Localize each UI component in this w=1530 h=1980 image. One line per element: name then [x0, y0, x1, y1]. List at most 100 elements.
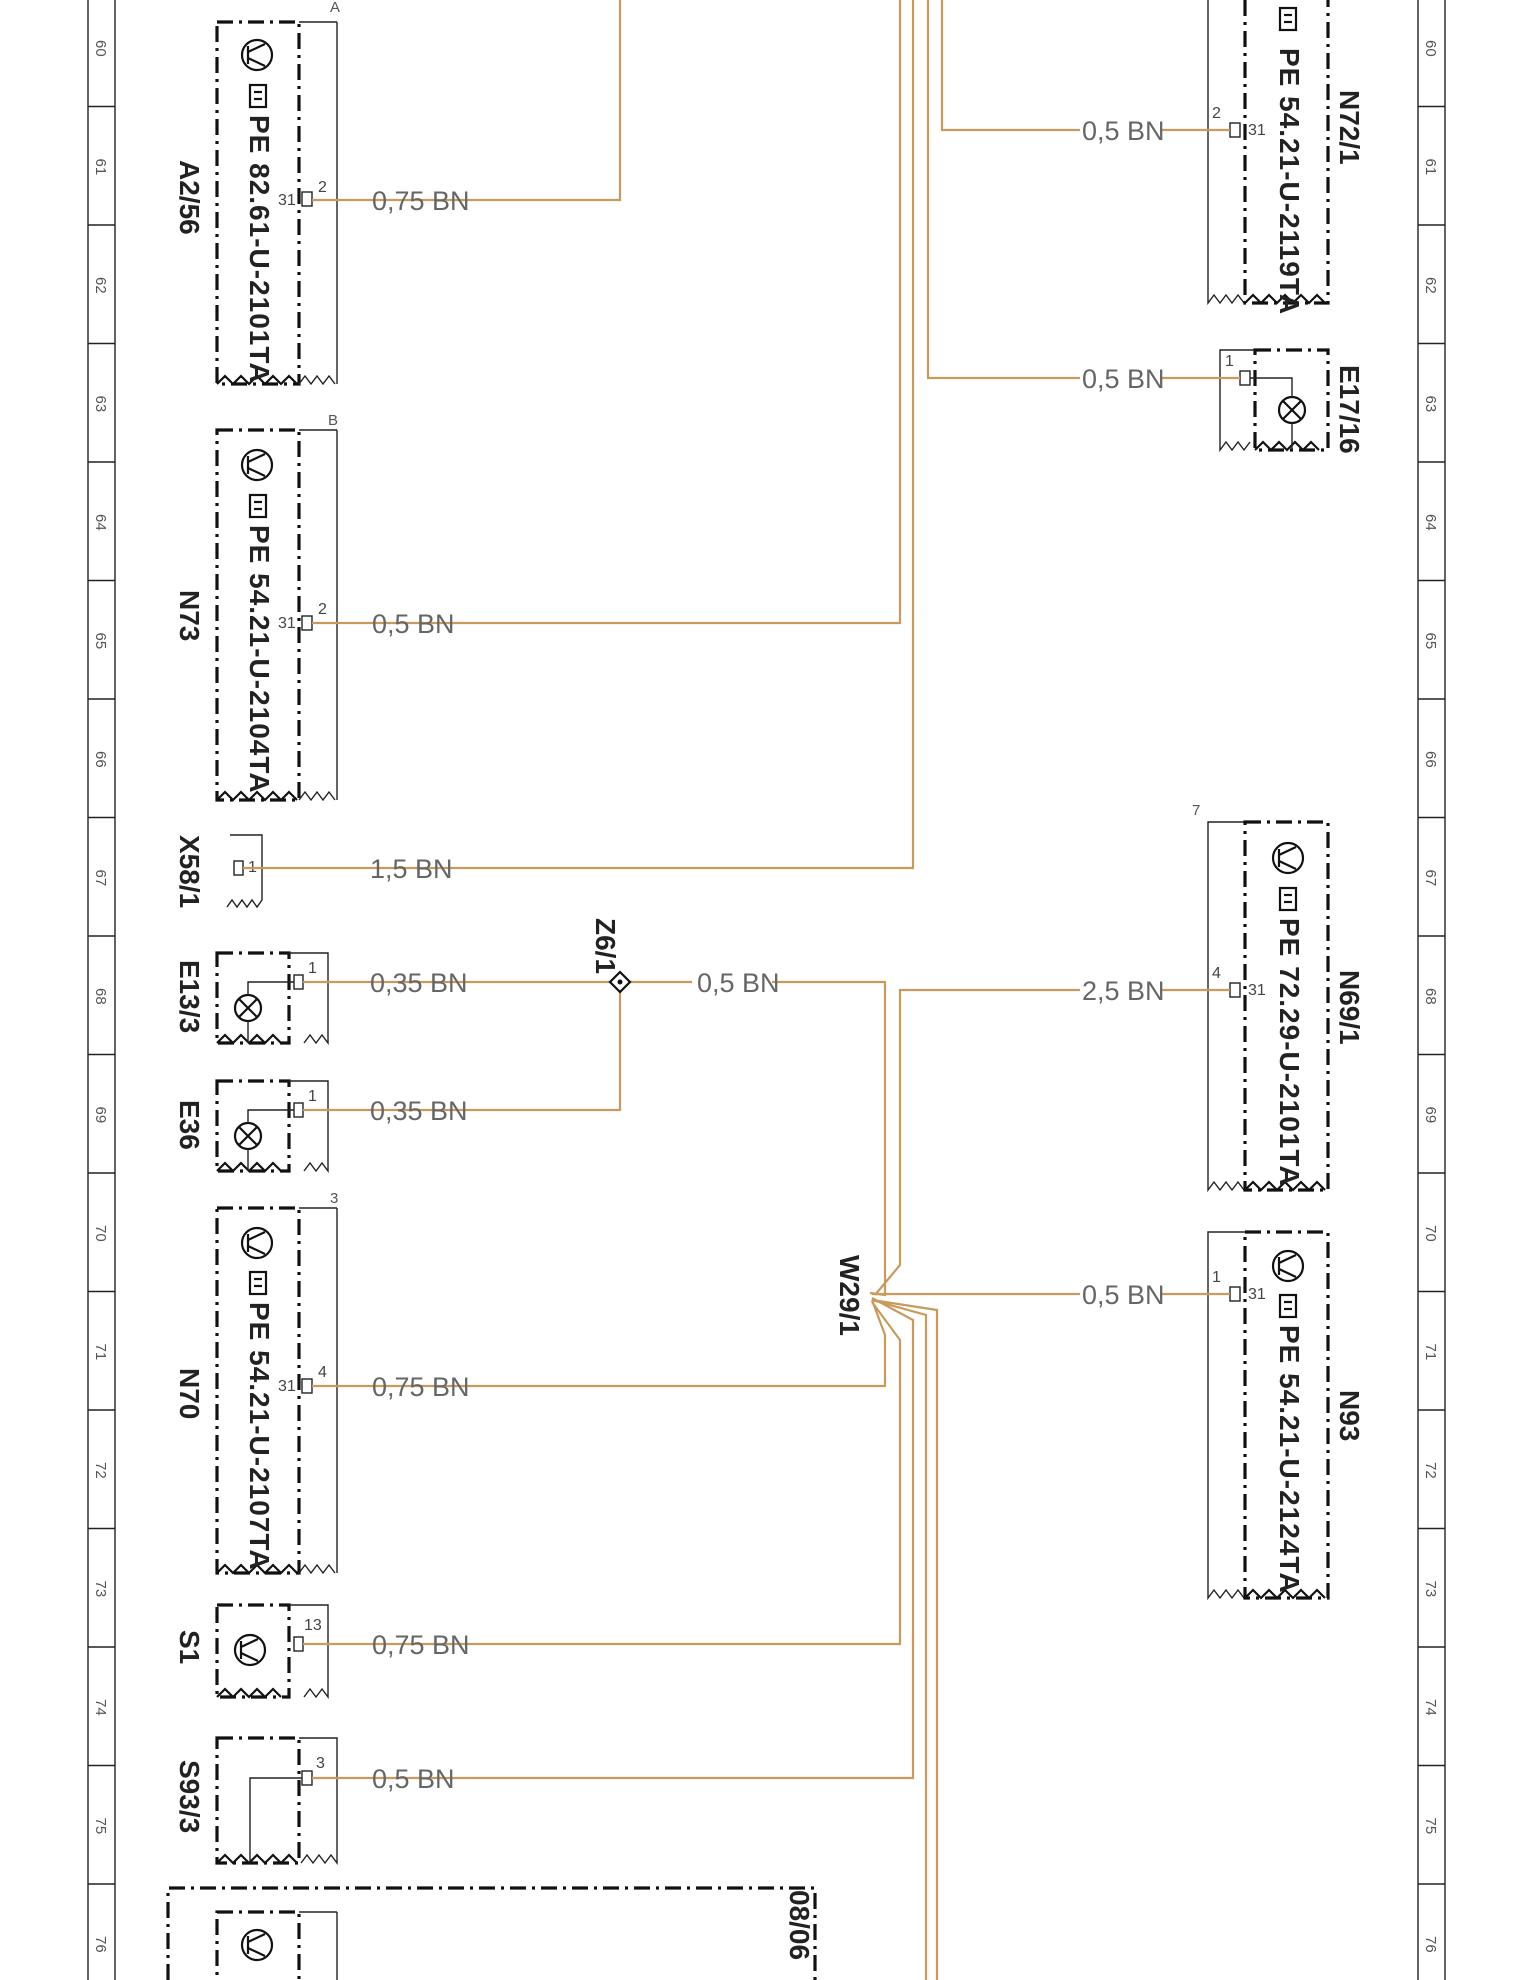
n69-1-terminal: 31 [1248, 982, 1266, 999]
n70-part-number: PE 54.21-U-2107TA [244, 1302, 275, 1571]
document-reference-icon [248, 1270, 268, 1296]
ruler-number: 64 [92, 514, 109, 531]
s93-3-pin: 3 [316, 1755, 325, 1772]
ground-point-label: W29/1 [834, 1255, 865, 1336]
ruler-number: 75 [1422, 1818, 1439, 1835]
ruler-number: 62 [1422, 277, 1439, 294]
ruler-number: 65 [1422, 633, 1439, 650]
ruler-number: 68 [92, 988, 109, 1005]
document-reference-icon [1278, 6, 1298, 32]
ruler-number: 70 [1422, 1225, 1439, 1242]
bottom-box-label: 08/06 [784, 1890, 815, 1960]
n93-pin: 1 [1212, 1269, 1221, 1286]
component-a2-56: PE 82.61-U-2101TA A2/56 A 2 31 0,75 BN [174, 0, 470, 386]
n69-1-pin: 4 [1212, 965, 1221, 982]
ruler-number: 63 [1422, 396, 1439, 413]
ruler-number: 72 [92, 1462, 109, 1479]
ruler-number: 70 [92, 1225, 109, 1242]
transistor-symbol-icon [1271, 1249, 1305, 1283]
splice-wire-out-label: 0,5 BN [697, 968, 780, 998]
n93-terminal: 31 [1248, 1286, 1266, 1303]
ruler-number: 73 [92, 1581, 109, 1598]
n69-1-corner-label: 7 [1192, 802, 1200, 819]
component-n70: PE 54.21-U-2107TA N70 3 4 31 0,75 BN [174, 1190, 470, 1575]
n72-1-label: N72/1 [1334, 90, 1365, 165]
left-ruler [87, 0, 116, 1980]
ruler-number: 76 [92, 1936, 109, 1953]
ruler-number: 67 [92, 870, 109, 887]
a2-56-terminal: 31 [278, 192, 296, 209]
s1-pin: 13 [304, 1617, 322, 1634]
a2-56-pin: 2 [318, 179, 327, 196]
n72-1-part-number: PE 54.21-U-2119TA [1274, 48, 1305, 315]
splice-diamond-icon [608, 970, 632, 994]
ruler-number: 68 [1422, 988, 1439, 1005]
e13-3-wire-label: 0,35 BN [370, 968, 468, 998]
document-reference-icon [1278, 1293, 1298, 1319]
e17-16-pin: 1 [1225, 353, 1234, 370]
n73-label: N73 [174, 590, 205, 641]
component-s1: 13 S1 0,75 BN [174, 1603, 470, 1700]
ruler-number: 71 [92, 1344, 109, 1361]
n73-corner-label: B [328, 412, 338, 429]
x58-1-label: X58/1 [174, 835, 205, 908]
e36-wire-label: 0,35 BN [370, 1096, 468, 1126]
n70-corner-label: 3 [330, 1190, 338, 1207]
transistor-symbol-icon [240, 1928, 274, 1962]
ruler-number: 66 [92, 751, 109, 768]
ruler-number: 74 [92, 1699, 109, 1716]
lamp-icon [1250, 377, 1307, 450]
e17-16-label: E17/16 [1334, 365, 1365, 454]
e13-3-label: E13/3 [174, 960, 205, 1033]
ruler-number: 61 [92, 159, 109, 176]
transistor-symbol-icon [240, 38, 274, 72]
ruler-number: 73 [1422, 1581, 1439, 1598]
ruler-number: 74 [1422, 1699, 1439, 1716]
transistor-symbol-icon [240, 1226, 274, 1260]
s1-wire-label: 0,75 BN [372, 1630, 470, 1660]
n73-terminal: 31 [278, 615, 296, 632]
n93-part-number: PE 54.21-U-2124TA [1274, 1325, 1305, 1594]
ruler-number: 60 [92, 40, 109, 57]
component-e17-16: 1 E17/16 0,5 BN [1082, 348, 1365, 454]
component-bottom-box: 08/06 [166, 1886, 817, 1980]
n93-label: N93 [1334, 1390, 1365, 1441]
n72-1-wire-label: 0,5 BN [1082, 116, 1165, 146]
n69-1-part-number: PE 72.29-U-2101TA [1274, 918, 1305, 1187]
n73-pin: 2 [318, 601, 327, 618]
e36-pin: 1 [308, 1088, 317, 1105]
s93-3-label: S93/3 [174, 1760, 205, 1833]
a2-56-label: A2/56 [174, 160, 205, 235]
n69-1-label: N69/1 [1334, 970, 1365, 1045]
s1-label: S1 [174, 1630, 205, 1664]
document-reference-icon [248, 493, 268, 519]
e36-label: E36 [174, 1100, 205, 1150]
ruler-number: 69 [1422, 1107, 1439, 1124]
ruler-number: 66 [1422, 751, 1439, 768]
n70-wire-label: 0,75 BN [372, 1372, 470, 1402]
n72-1-pin: 2 [1212, 105, 1221, 122]
component-n73: PE 54.21-U-2104TA N73 B 2 31 0,5 BN [174, 412, 455, 802]
e13-3-pin: 1 [308, 960, 317, 977]
a2-56-wire-label: 0,75 BN [372, 186, 470, 216]
ruler-number: 75 [92, 1818, 109, 1835]
transistor-symbol-icon [1271, 841, 1305, 875]
n93-wire-label: 0,5 BN [1082, 1280, 1165, 1310]
n70-pin: 4 [318, 1364, 327, 1381]
n73-wire-label: 0,5 BN [372, 609, 455, 639]
lamp-icon [233, 1109, 294, 1171]
ruler-number: 64 [1422, 514, 1439, 531]
splice-label: Z6/1 [590, 918, 621, 974]
ruler-ticks [88, 105, 1445, 1885]
splice-z6-1: Z6/1 0,5 BN [590, 918, 780, 998]
ruler-number: 60 [1422, 40, 1439, 57]
n70-label: N70 [174, 1368, 205, 1419]
n72-1-terminal: 31 [1248, 122, 1266, 139]
component-n93: PE 54.21-U-2124TA N93 1 31 0,5 BN [1082, 1230, 1365, 1601]
ruler-number: 76 [1422, 1936, 1439, 1953]
ruler-number: 62 [92, 277, 109, 294]
component-x58-1: 1 X58/1 1,5 BN [174, 834, 453, 909]
document-reference-icon [248, 83, 268, 109]
ground-point-w29-1: W29/1 [834, 1255, 865, 1336]
